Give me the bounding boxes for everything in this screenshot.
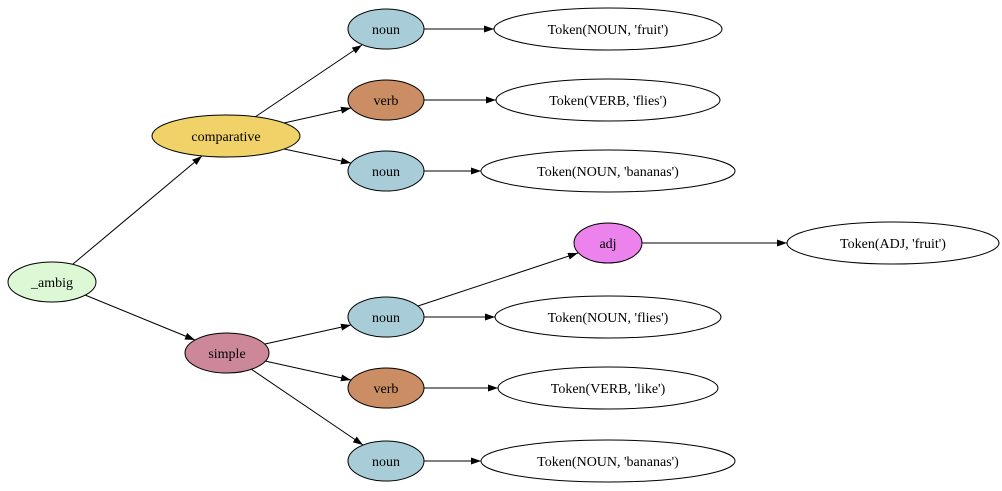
node-token-adj-fruit: Token(ADJ, 'fruit') (786, 221, 1000, 265)
node-ambig-label: _ambig (30, 276, 73, 291)
node-token-noun-fruit: Token(NOUN, 'fruit') (493, 7, 723, 51)
node-comp-verb-shape (347, 79, 425, 121)
node-token-noun-bananas-2: Token(NOUN, 'bananas') (480, 439, 736, 483)
node-simple: simple (184, 332, 270, 374)
node-token-verb-like-label: Token(VERB, 'like') (551, 382, 666, 397)
node-ambig: _ambig (7, 261, 97, 303)
node-comparative-shape (151, 114, 301, 158)
edge-noun-adj (417, 252, 579, 307)
node-simple-noun-1-shape (347, 296, 425, 338)
edge-simple-noun1 (264, 323, 352, 345)
node-simple-noun-1: noun (347, 296, 425, 338)
node-token-verb-flies: Token(VERB, 'flies') (495, 78, 721, 122)
node-adj-shape (573, 222, 643, 264)
node-token-noun-bananas-1: Token(NOUN, 'bananas') (480, 149, 736, 193)
node-token-verb-like: Token(VERB, 'like') (497, 366, 719, 410)
node-comp-noun-1-label: noun (372, 23, 400, 38)
edge-comparative-verb (283, 106, 352, 124)
node-simple-noun-2-label: noun (372, 455, 400, 470)
edge-comparative-noun2 (283, 148, 352, 165)
node-token-adj-fruit-shape (786, 221, 1000, 265)
node-simple-noun-1-label: noun (372, 311, 400, 326)
node-token-noun-fruit-label: Token(NOUN, 'fruit') (548, 23, 669, 38)
node-adj: adj (573, 222, 643, 264)
edge-simple-noun2 (250, 368, 364, 446)
node-token-noun-fruit-shape (493, 7, 723, 51)
node-comp-verb-label: verb (374, 94, 399, 109)
node-simple-verb-label: verb (374, 382, 399, 397)
node-comparative: comparative (151, 114, 301, 158)
node-ambig-shape (7, 261, 97, 303)
node-comp-noun-2-shape (347, 150, 425, 192)
node-comparative-label: comparative (191, 130, 260, 145)
node-comp-noun-2: noun (347, 150, 425, 192)
node-token-adj-fruit-label: Token(ADJ, 'fruit') (840, 237, 946, 252)
edge-simple-verb (264, 360, 352, 382)
node-simple-verb: verb (347, 367, 425, 409)
node-simple-label: simple (208, 347, 245, 362)
edge-ambig-comparative (72, 155, 203, 265)
node-token-noun-flies-label: Token(NOUN, 'flies') (548, 311, 669, 326)
node-token-noun-flies-shape (494, 295, 722, 339)
edge-ambig-simple (84, 294, 196, 341)
node-token-noun-bananas-1-label: Token(NOUN, 'bananas') (537, 165, 679, 180)
edge-comparative-noun1 (254, 44, 363, 118)
node-adj-label: adj (599, 237, 616, 252)
node-simple-noun-2-shape (347, 440, 425, 482)
node-comp-verb: verb (347, 79, 425, 121)
node-comp-noun-1: noun (347, 8, 425, 50)
node-token-noun-bananas-2-shape (480, 439, 736, 483)
node-comp-noun-2-label: noun (372, 165, 400, 180)
node-token-verb-flies-shape (495, 78, 721, 122)
node-token-noun-bananas-1-shape (480, 149, 736, 193)
node-token-verb-flies-label: Token(VERB, 'flies') (549, 94, 667, 109)
node-token-noun-flies: Token(NOUN, 'flies') (494, 295, 722, 339)
node-token-noun-bananas-2-label: Token(NOUN, 'bananas') (537, 455, 679, 470)
node-simple-verb-shape (347, 367, 425, 409)
node-simple-noun-2: noun (347, 440, 425, 482)
node-token-verb-like-shape (497, 366, 719, 410)
node-simple-shape (184, 332, 270, 374)
node-comp-noun-1-shape (347, 8, 425, 50)
